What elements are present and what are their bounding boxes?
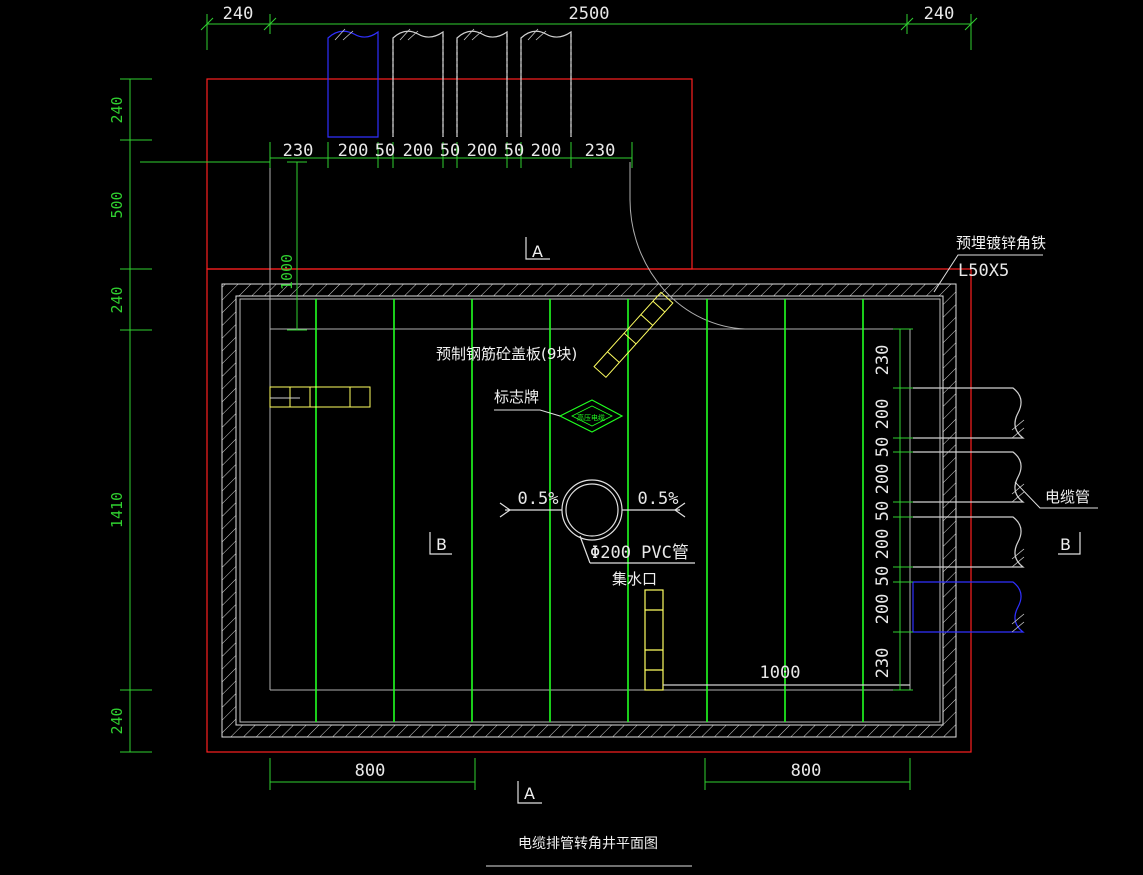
- cable-pipe: [913, 387, 1025, 568]
- left-dimensions: [120, 78, 307, 753]
- fittings: [269, 291, 674, 408]
- dim-top-left: 240: [223, 4, 254, 24]
- right-dim-labels: 230 200 50 200 50 200 50 200 230: [873, 345, 893, 679]
- sign-text: 高压电缆: [577, 413, 605, 422]
- dim-left: 240: [108, 96, 126, 123]
- dim-right: 230: [873, 345, 893, 376]
- section-mark-a-top: A: [532, 242, 543, 261]
- dim-right: 200: [873, 464, 893, 495]
- cover-plate-joints: [315, 299, 864, 722]
- cable-pipe-highlight: [912, 581, 1025, 633]
- sign-plate: 高压电缆: [494, 399, 624, 433]
- dim-right: 200: [873, 594, 893, 625]
- dim-right: 50: [873, 437, 893, 457]
- dim-bottom-left: 800: [355, 761, 386, 781]
- dim-left: 240: [108, 286, 126, 313]
- cable-pipe: [392, 30, 572, 137]
- dim-pipe: 50: [440, 141, 460, 161]
- dim-top-middle: 2500: [569, 4, 610, 24]
- section-mark-a-bottom: A: [524, 784, 535, 803]
- chamber-outline: [206, 268, 972, 753]
- right-dimensions: [893, 328, 913, 691]
- dim-inner-vertical: 1000: [278, 254, 296, 290]
- label-sump: 集水口: [612, 570, 657, 588]
- dim-top-right: 240: [924, 4, 955, 24]
- dim-right: 230: [873, 648, 893, 679]
- dim-left: 1410: [108, 492, 126, 528]
- top-dim-labels: 240 2500 240 230 200 50 200 50 200 50 20…: [223, 4, 955, 161]
- dim-pipe: 230: [283, 141, 314, 161]
- dim-pipe: 230: [585, 141, 616, 161]
- dim-pipe: 200: [338, 141, 369, 161]
- section-mark-b-right: B: [1060, 535, 1071, 554]
- section-markers: [429, 237, 1081, 804]
- right-pipes: [912, 387, 1025, 633]
- slope-right: 0.5%: [638, 489, 679, 509]
- label-pvc-pipe: Φ200 PVC管: [590, 543, 689, 563]
- bottom-dimensions: [269, 758, 911, 790]
- label-angle-iron-size: L50X5: [958, 261, 1009, 281]
- pvc-drain: [499, 479, 695, 564]
- left-dim-labels: 240 500 240 1410 240 1000: [108, 96, 296, 734]
- label-cable-pipe: 电缆管: [1045, 488, 1090, 506]
- dim-left: 240: [108, 707, 126, 734]
- dim-right: 200: [873, 529, 893, 560]
- slope-left: 0.5%: [518, 489, 559, 509]
- inner-channel: [269, 162, 911, 691]
- top-dimensions: [200, 14, 978, 168]
- wall-hatch: [221, 283, 957, 738]
- dim-inner-horizontal: 1000: [760, 663, 801, 683]
- sump-box: [644, 589, 910, 691]
- dim-right: 200: [873, 399, 893, 430]
- section-mark-b-left: B: [436, 535, 447, 554]
- dim-left: 500: [108, 191, 126, 218]
- dim-bottom-right: 800: [791, 761, 822, 781]
- label-cover-plate: 预制钢筋砼盖板(9块): [436, 345, 577, 363]
- label-angle-iron: 预埋镀锌角铁: [956, 234, 1046, 252]
- angle-iron-frame: [239, 298, 941, 723]
- cable-pipe-highlight: [327, 30, 379, 138]
- neck-outline: [206, 78, 693, 270]
- top-pipes: [327, 28, 572, 138]
- leaders: [933, 254, 1098, 509]
- dim-right: 50: [873, 501, 893, 521]
- label-sign-plate: 标志牌: [494, 388, 539, 406]
- dim-pipe: 200: [531, 141, 562, 161]
- dim-pipe: 200: [467, 141, 498, 161]
- dim-right: 50: [873, 566, 893, 586]
- dim-pipe: 200: [403, 141, 434, 161]
- dim-pipe: 50: [504, 141, 524, 161]
- drawing-title: 电缆排管转角井平面图: [518, 836, 658, 852]
- dim-pipe: 50: [375, 141, 395, 161]
- well-outline: [206, 78, 972, 753]
